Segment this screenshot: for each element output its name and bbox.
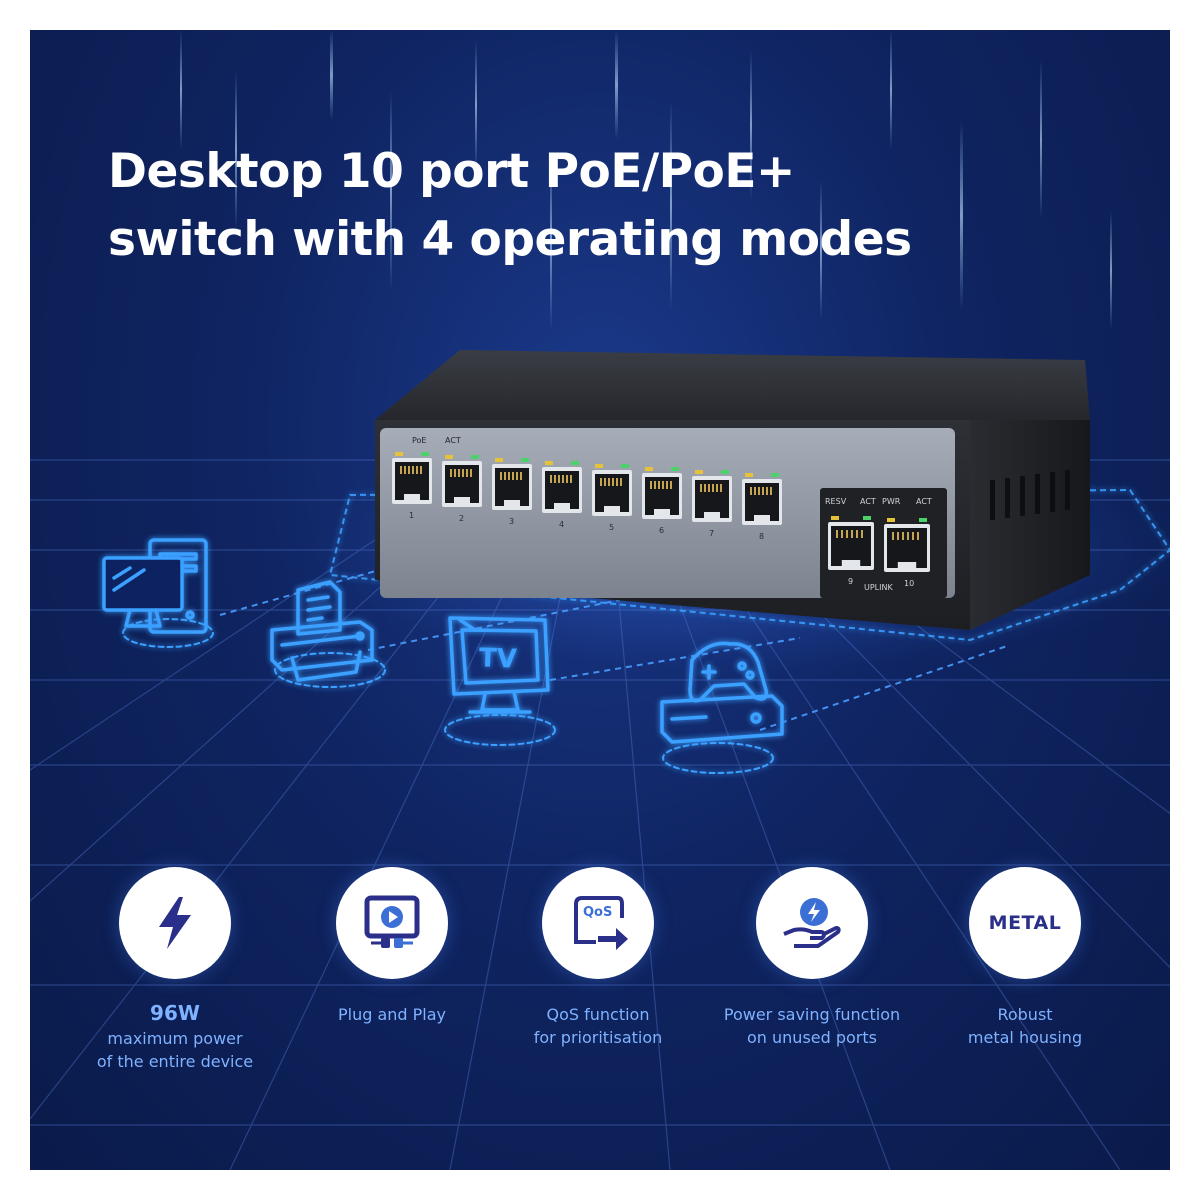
hand-power-icon (783, 898, 841, 948)
port-number: 2 (459, 514, 464, 523)
port-number: 10 (904, 579, 914, 588)
uplink-ports: 9 10 (828, 516, 930, 588)
rj45-port: 1 (392, 452, 432, 520)
feature-power-saving: Power saving function on unused ports (702, 867, 922, 1049)
switch-footprint (328, 488, 1170, 642)
poe-led-label: PoE (412, 436, 427, 445)
feature-power-saving-text-1: Power saving function (723, 1005, 901, 1024)
game-console-icon (660, 641, 784, 774)
tv-icon: TV (444, 616, 556, 746)
lightning-bolt-icon (159, 897, 191, 949)
pwr-label: PWR (882, 497, 901, 506)
port-number: 1 (409, 511, 414, 520)
feature-metal: METAL Robust metal housing (915, 867, 1135, 1049)
feature-power-text-2: of the entire device (96, 1052, 254, 1071)
port-number: 4 (559, 520, 564, 529)
feature-metal-text-2: metal housing (967, 1028, 1083, 1047)
printer-icon (270, 580, 386, 688)
act-uplink-label-1: ACT (860, 497, 876, 506)
feature-power-value: 96W (150, 1001, 200, 1025)
headline-line-2: switch with 4 operating modes (108, 212, 912, 267)
feature-power-text-1: maximum power (107, 1029, 243, 1048)
feature-plug-and-play: Plug and Play (282, 867, 502, 1026)
feature-metal-text-1: Robust (997, 1005, 1053, 1024)
port-number: 8 (759, 532, 764, 541)
act-led-label: ACT (445, 436, 461, 445)
rj45-port: 2 (442, 455, 482, 523)
port-number: 3 (509, 517, 514, 526)
plug-and-play-icon (364, 895, 420, 948)
rj45-port: 4 (542, 461, 582, 529)
network-scene: 1 2 3 4 5 6 7 8 9 10 PoE ACT RESV ACT PWR ACT UP… (30, 30, 1170, 1170)
feature-power: 96W maximum power of the entire device (65, 867, 285, 1073)
feature-metal-circle: METAL (969, 867, 1081, 979)
rj45-port: 8 (742, 473, 782, 541)
feature-plug-circle (336, 867, 448, 979)
port-number: 5 (609, 523, 614, 532)
poe-switch: 1 2 3 4 5 6 7 8 9 10 PoE ACT RESV ACT PWR ACT UP… (375, 350, 1090, 630)
port-number: 6 (659, 526, 664, 535)
feature-qos-text-1: QoS function (546, 1005, 650, 1024)
feature-qos-circle: QoS (542, 867, 654, 979)
feature-plug-text-1: Plug and Play (337, 1005, 447, 1024)
feature-power-saving-circle (756, 867, 868, 979)
rj45-port: 3 (492, 458, 532, 526)
rj45-port: 9 (828, 516, 874, 586)
headline-line-1: Desktop 10 port PoE/PoE+ (108, 144, 795, 199)
resv-label: RESV (825, 497, 847, 506)
qos-icon: QoS (574, 896, 628, 950)
feature-qos: QoS QoS function for prioritisation (488, 867, 708, 1049)
uplink-label: UPLINK (864, 583, 893, 592)
computer-icon (102, 538, 214, 648)
rj45-port: 6 (642, 467, 682, 535)
metal-icon: METAL (988, 912, 1062, 934)
tv-icon-label: TV (478, 643, 517, 674)
act-uplink-label-2: ACT (916, 497, 932, 506)
light-streaks (180, 30, 1112, 330)
feature-qos-text-2: for prioritisation (533, 1028, 663, 1047)
port-number: 9 (848, 577, 853, 586)
headline: Desktop 10 port PoE/PoE+ switch with 4 o… (108, 138, 1108, 274)
rj45-ports: 1 2 3 4 5 6 7 8 (392, 452, 782, 541)
rj45-port: 10 (884, 518, 930, 588)
promo-panel: 1 2 3 4 5 6 7 8 9 10 PoE ACT RESV ACT PWR ACT UP… (30, 30, 1170, 1170)
feature-power-saving-text-2: on unused ports (747, 1028, 877, 1047)
qos-icon-label: QoS (583, 905, 612, 920)
port-number: 7 (709, 529, 714, 538)
rj45-port: 7 (692, 470, 732, 538)
rj45-port: 5 (592, 464, 632, 532)
feature-power-circle (119, 867, 231, 979)
